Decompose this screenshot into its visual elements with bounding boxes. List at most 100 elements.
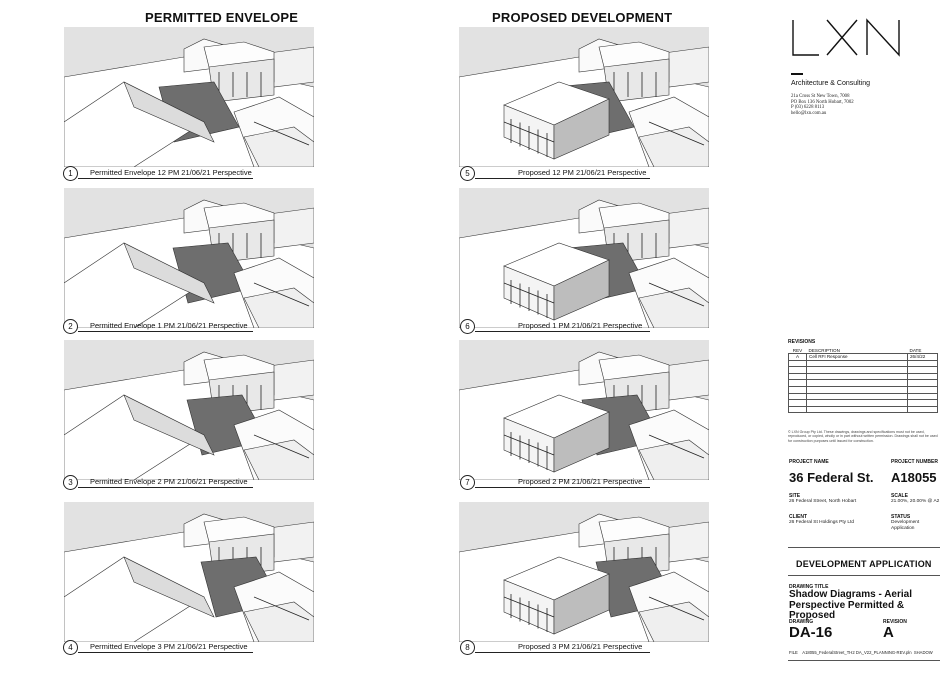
- table-row: [788, 405, 938, 414]
- view-caption-text: Proposed 3 PM 21/06/21 Perspective: [518, 642, 643, 651]
- scale-value: 21.00%, 20.00% @ A2: [891, 499, 940, 504]
- envelope-roof-plane: [123, 81, 215, 143]
- neighbour-roof: [243, 126, 314, 167]
- view-number-badge: 6: [460, 319, 475, 334]
- envelope-roof-plane: [123, 394, 215, 456]
- view-number-badge: 2: [63, 319, 78, 334]
- roof-ridge: [648, 596, 705, 621]
- caption-rule: [475, 331, 650, 332]
- client-value: 26 Federal St Holdings Pty Ltd: [789, 520, 855, 525]
- table-row: A Cell RFI Response 26/4/22: [788, 353, 938, 361]
- copyright-disclaimer: © LXN Group Pty Ltd. These drawings, dra…: [788, 430, 938, 443]
- divider: [788, 575, 940, 576]
- proposed-wall-side: [553, 411, 610, 473]
- stage-heading: DEVELOPMENT APPLICATION: [796, 559, 932, 569]
- project-name: 36 Federal St.: [789, 470, 874, 485]
- divider: [788, 547, 940, 548]
- view-caption-7: 7 Proposed 2 PM 21/06/21 Perspective: [460, 475, 720, 493]
- view-caption-4: 4 Permitted Envelope 3 PM 21/06/21 Persp…: [63, 640, 323, 658]
- floor-line: [503, 121, 555, 143]
- perspective-view-6: [459, 188, 709, 328]
- floor-line: [503, 596, 555, 618]
- view-caption-8: 8 Proposed 3 PM 21/06/21 Perspective: [460, 640, 720, 658]
- perspective-view-3: [64, 340, 314, 480]
- drawing-title-label: DRAWING TITLE: [789, 584, 829, 590]
- client-label: CLIENT: [789, 514, 808, 520]
- roof-ridge: [648, 434, 705, 459]
- neighbour-roof: [243, 287, 314, 328]
- perspective-view-4: [64, 502, 314, 642]
- perspective-view-1: [64, 27, 314, 167]
- envelope-roof-plane: [123, 242, 215, 304]
- description-header: DESCRIPTION: [806, 347, 908, 355]
- proposed-wall-side: [553, 98, 610, 160]
- perspective-view-2: [64, 188, 314, 328]
- view-number-badge: 3: [63, 475, 78, 490]
- caption-rule: [78, 331, 253, 332]
- neighbour-roof: [243, 439, 314, 480]
- table-row: [788, 379, 938, 388]
- firm-name: Architecture & Consulting: [791, 80, 870, 87]
- view-caption-text: Permitted Envelope 3 PM 21/06/21 Perspec…: [90, 642, 248, 651]
- caption-rule: [475, 487, 650, 488]
- view-caption-5: 5 Proposed 12 PM 21/06/21 Perspective: [460, 166, 720, 184]
- caption-rule: [475, 178, 650, 179]
- project-number-label: PROJECT NUMBER: [891, 459, 938, 465]
- title-block: Architecture & Consulting 21a Cross St N…: [783, 0, 943, 673]
- view-number-badge: 8: [460, 640, 475, 655]
- proposed-wall-side: [553, 573, 610, 635]
- view-number-badge: 7: [460, 475, 475, 490]
- neighbour-roof: [638, 601, 709, 642]
- firm-logo: [792, 18, 900, 57]
- view-caption-3: 3 Permitted Envelope 2 PM 21/06/21 Persp…: [63, 475, 323, 493]
- roof-ridge: [253, 121, 310, 146]
- roof-ridge: [648, 282, 705, 307]
- caption-rule: [78, 487, 253, 488]
- view-caption-2: 2 Permitted Envelope 1 PM 21/06/21 Persp…: [63, 319, 323, 337]
- drawing-label: DRAWING: [789, 619, 814, 625]
- table-row: [788, 392, 938, 401]
- envelope-roof-plane: [64, 242, 205, 328]
- drawing-number: DA-16: [789, 624, 833, 641]
- floor-line: [503, 434, 555, 456]
- proposed-wall-side: [553, 259, 610, 321]
- view-caption-text: Permitted Envelope 2 PM 21/06/21 Perspec…: [90, 477, 248, 486]
- divider: [788, 660, 940, 661]
- view-caption-text: Proposed 2 PM 21/06/21 Perspective: [518, 477, 643, 486]
- neighbour-roof: [638, 439, 709, 480]
- project-name-label: PROJECT NAME: [789, 459, 829, 465]
- status-label: STATUS: [891, 514, 911, 520]
- date-header: DATE: [907, 347, 938, 355]
- envelope-roof-plane: [64, 81, 205, 167]
- firm-address: 21a Cross St New Town, 7008 PO Box 136 N…: [791, 94, 854, 116]
- table-row: [788, 372, 938, 381]
- revision-label: REVISION: [883, 619, 907, 625]
- view-number-badge: 1: [63, 166, 78, 181]
- floor-line: [503, 282, 555, 304]
- view-number-badge: 4: [63, 640, 78, 655]
- site-value: 26 Federal Street, North Hobart: [789, 499, 857, 504]
- view-caption-text: Proposed 1 PM 21/06/21 Perspective: [518, 321, 643, 330]
- view-caption-6: 6 Proposed 1 PM 21/06/21 Perspective: [460, 319, 720, 337]
- view-caption-1: 1 Permitted Envelope 12 PM 21/06/21 Pers…: [63, 166, 323, 184]
- revisions-title: REVISIONS: [788, 339, 816, 345]
- roof-ridge: [253, 282, 310, 307]
- logo-underline: [791, 73, 803, 75]
- table-row: [788, 386, 938, 394]
- roof-ridge: [648, 121, 705, 146]
- roof-ridge: [253, 434, 310, 459]
- neighbour-roof: [243, 601, 314, 642]
- view-caption-text: Permitted Envelope 1 PM 21/06/21 Perspec…: [90, 321, 248, 330]
- site-label: SITE: [789, 493, 801, 499]
- perspective-view-5: [459, 27, 709, 167]
- left-column-heading: PERMITTED ENVELOPE: [145, 10, 299, 25]
- roof-ridge: [253, 596, 310, 621]
- revisions-table: REV DESCRIPTION DATE A Cell RFI Response…: [788, 347, 938, 414]
- project-number: A18055: [891, 470, 937, 485]
- file-line: FILE A18055_FederalStreet_TH2 DA_V22_PLA…: [789, 650, 933, 655]
- rev-header: REV: [788, 347, 807, 355]
- caption-rule: [475, 652, 650, 653]
- caption-rule: [78, 652, 253, 653]
- table-row: [788, 366, 938, 374]
- table-row: [788, 359, 938, 368]
